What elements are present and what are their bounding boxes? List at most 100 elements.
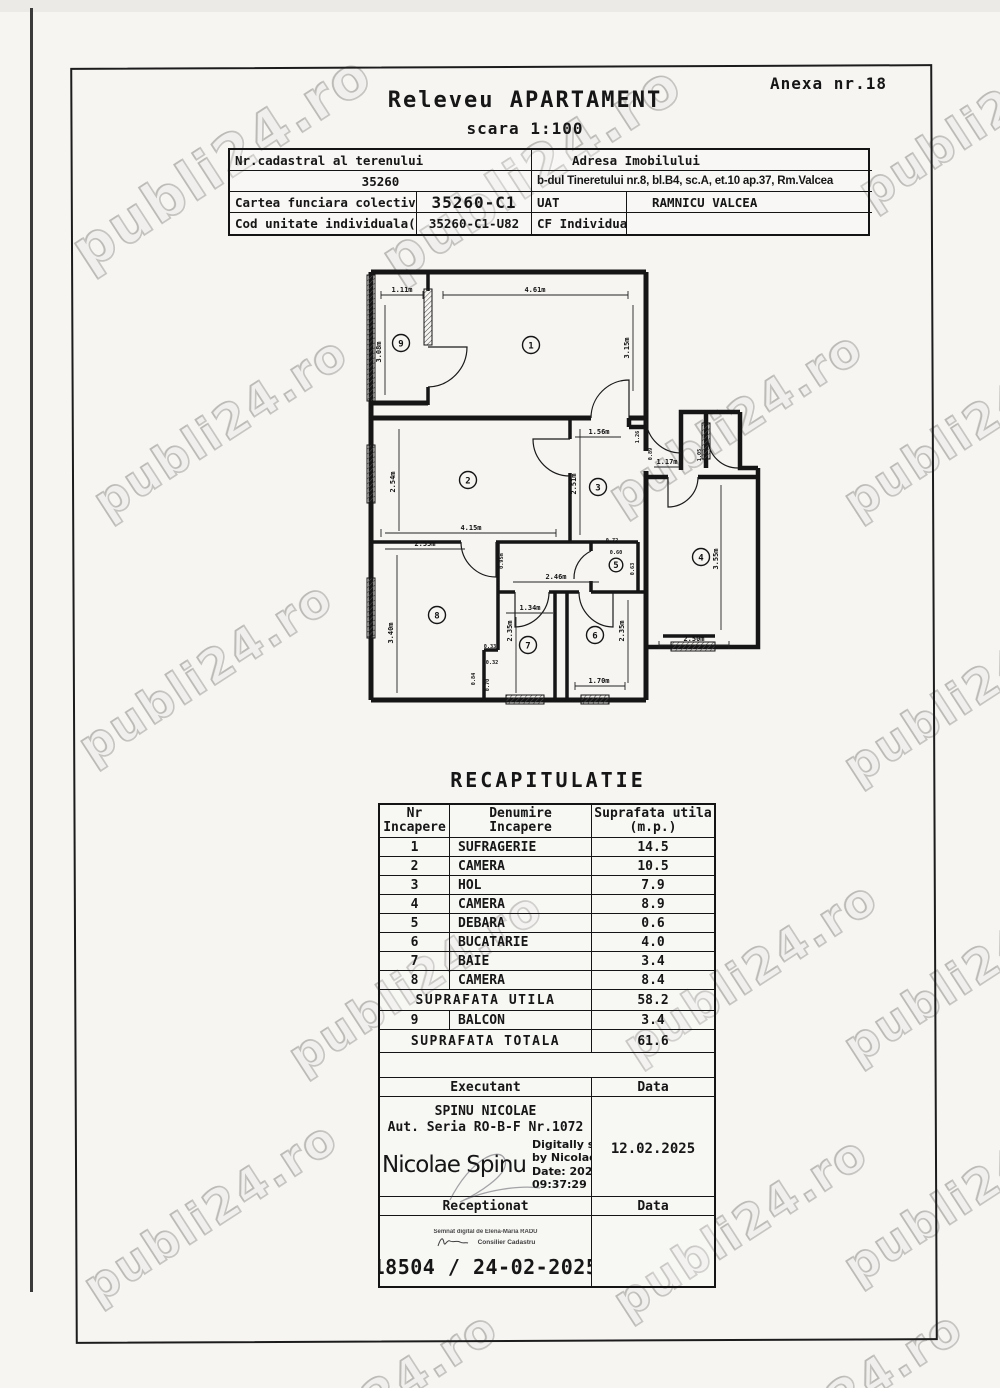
receptionat-label: Receptionat <box>380 1197 592 1216</box>
executant-date: 12.02.2025 <box>610 1140 696 1157</box>
table-row: 2 CAMERA 10.5 <box>380 857 714 876</box>
dim-label: 0.32 <box>486 660 499 666</box>
dim-label: 0.95m <box>499 553 505 569</box>
cadastral-table: Nr.cadastral al terenului Adresa Imobilu… <box>228 148 872 236</box>
table-row: 3 HOL 7.9 <box>380 876 714 895</box>
balcon-row: 9 BALCON 3.4 <box>380 1011 714 1030</box>
stamp-signature-icon <box>437 1238 468 1247</box>
row-nr: 7 <box>380 952 450 971</box>
dim-label: 3.08m <box>375 341 383 362</box>
table-row: 7 BAIE 3.4 <box>380 952 714 971</box>
suprafata-utila-row: SUPRAFATA UTILA 58.2 <box>380 990 714 1011</box>
dim-label: 3.55m <box>712 548 720 569</box>
col-nr-line2: Incapere <box>383 820 446 835</box>
dim-label: 0.33 <box>484 644 497 650</box>
dim-label: 2.46m <box>545 573 566 581</box>
room-number: 7 <box>525 642 530 652</box>
page-title: Releveu APARTAMENT <box>387 88 663 113</box>
table-row: 1 SUFRAGERIE 14.5 <box>380 838 714 857</box>
dim-label: 0.89 <box>648 448 654 461</box>
row-area: 10.5 <box>592 857 714 876</box>
row-nr: 2 <box>380 857 450 876</box>
row-name: SUFRAGERIE <box>450 838 592 857</box>
receptionat-date-cell <box>592 1216 714 1286</box>
floor-plan: 1.11m 4.61m 3.08m 3.15m 1.56m 1.26 0.89 … <box>366 269 761 705</box>
cod-unitate-label: Cod unitate individuala(CI) <box>230 213 417 234</box>
room-numbers <box>391 333 711 655</box>
uat-label: UAT <box>532 192 627 213</box>
dim-label: 1.11m <box>391 286 412 294</box>
suprafata-utila-label: SUPRAFATA UTILA <box>380 990 592 1011</box>
dim-label: 1.17m <box>656 458 677 466</box>
dim-label: 2.35m <box>618 620 626 641</box>
digital-signature-name: Nicolae Spinu <box>382 1151 527 1178</box>
table-row: 6 BUCATARIE 4.0 <box>380 933 714 952</box>
receptionat-data-label: Data <box>592 1197 714 1216</box>
row-nr: 3 <box>380 876 450 895</box>
sig-line: 09:37:29 +02'00' <box>532 1178 591 1191</box>
executant-label: Executant <box>380 1078 592 1097</box>
col-denumire-line1: Denumire <box>489 806 552 821</box>
room-number: 3 <box>595 484 600 494</box>
row-name: CAMERA <box>450 895 592 914</box>
nr-cadastral-value: 35260 <box>230 171 532 192</box>
dim-label: 4.15m <box>460 524 481 532</box>
cod-unitate-value: 35260-C1-U82 <box>417 213 532 234</box>
suprafata-totala-row: SUPRAFATA TOTALA 61.6 <box>380 1030 714 1053</box>
carte-funciara-label: Cartea funciara colectiva nr. <box>230 192 417 213</box>
suprafata-utila-value: 58.2 <box>592 990 714 1011</box>
page-subtitle: scara 1:100 <box>466 119 584 138</box>
digital-signature-details: Digitally signed by Nicolae Spinu Date: … <box>532 1138 592 1192</box>
dim-label: 3.15m <box>623 337 631 358</box>
dim-label: 0.60 <box>610 550 623 556</box>
sig-line: by Nicolae Spinu <box>532 1151 591 1164</box>
row-nr: 1 <box>380 838 450 857</box>
row-nr: 4 <box>380 895 450 914</box>
scan-edge-strip <box>0 0 1000 12</box>
dim-label: 4.61m <box>524 286 545 294</box>
executant-authorization: Aut. Seria RO-B-F Nr.1072 <box>387 1119 584 1135</box>
stamp-text: Semnat digital de Elena-Maria RADU <box>433 1229 538 1235</box>
dim-label: 3.40m <box>387 622 395 643</box>
cf-individuala-value <box>627 213 872 234</box>
row-nr: 6 <box>380 933 450 952</box>
executant-header-row: Executant Data <box>380 1078 714 1097</box>
carte-funciara-value: 35260-C1 <box>417 192 532 213</box>
receptionat-header-row: Receptionat Data <box>380 1197 714 1216</box>
row-name: HOL <box>450 876 592 895</box>
uat-value: RAMNICU VALCEA <box>627 192 872 213</box>
room-number: 9 <box>398 340 403 350</box>
executant-body-row: SPINU NICOLAE Aut. Seria RO-B-F Nr.1072 … <box>380 1097 714 1197</box>
suprafata-totala-value: 61.6 <box>592 1030 714 1053</box>
dim-label: 1.34m <box>519 604 540 612</box>
row-area: 8.4 <box>592 971 714 990</box>
dim-label: 1.26 <box>635 431 641 444</box>
col-suprafata-line2: (m.p.) <box>629 820 677 835</box>
dim-label: 0.70 <box>485 679 491 692</box>
room-number: 6 <box>592 632 597 642</box>
room-number: 5 <box>613 561 618 571</box>
suprafata-totala-label: SUPRAFATA TOTALA <box>380 1030 592 1053</box>
room-number: 4 <box>698 554 704 564</box>
dim-label: 1.56m <box>588 428 609 436</box>
row-nr: 8 <box>380 971 450 990</box>
dim-label: 0.63 <box>630 563 636 576</box>
room-number: 8 <box>434 612 439 622</box>
row-name: DEBARA <box>450 914 592 933</box>
sig-line: Date: 2025.02.24 <box>532 1164 592 1178</box>
row-name: BUCATARIE <box>450 933 592 952</box>
executant-data-label: Data <box>592 1078 714 1097</box>
executant-name: SPINU NICOLAE <box>434 1103 537 1119</box>
row-area: 3.4 <box>592 952 714 971</box>
anexa-label: Anexa nr.18 <box>770 74 887 93</box>
row-name: CAMERA <box>450 971 592 990</box>
dim-label: 1.05 <box>697 449 703 462</box>
stamp-role: Consilier Cadastru <box>477 1238 536 1246</box>
window-hatches <box>366 274 716 705</box>
table-row: 8 CAMERA 8.4 <box>380 971 714 990</box>
row-nr: 9 <box>380 1011 450 1030</box>
adresa-value: b-dul Tineretului nr.8, bl.B4, sc.A, et.… <box>532 171 872 192</box>
